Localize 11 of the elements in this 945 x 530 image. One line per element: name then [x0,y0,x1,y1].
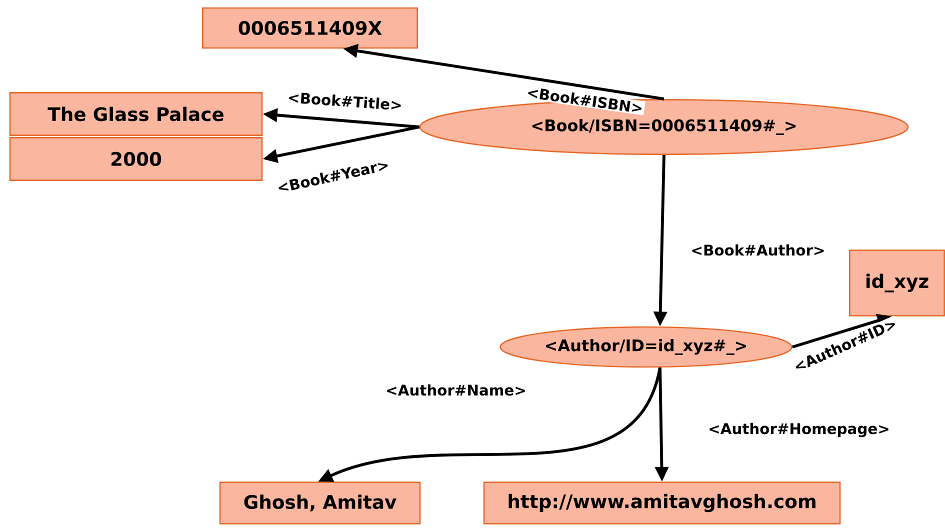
edge-label: <Author#Name> [384,382,528,397]
edge-label: <Book#ISBN> [524,84,646,116]
edge-label: <Author#Homepage> [706,422,892,438]
literal-box: 2000 [9,137,263,181]
literal-box: 0006511409X [202,7,418,49]
literal-box: http://www.amitavghosh.com [483,482,841,524]
edge-label: <Book#Author> [689,242,827,257]
literal-box: The Glass Palace [9,92,263,136]
literal-box: Ghosh, Amitav [219,482,421,524]
literal-box: id_xyz [849,250,945,316]
edge-label: <Book#Title> [286,90,404,112]
